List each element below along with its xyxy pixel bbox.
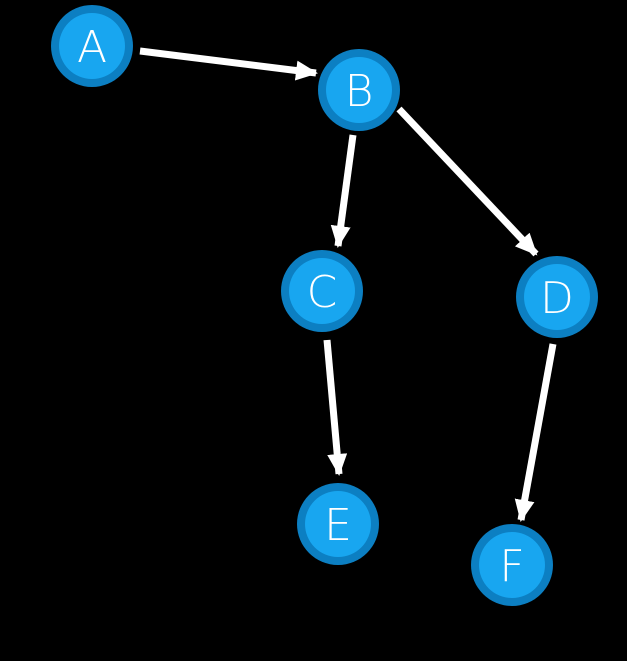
node-body: [289, 258, 355, 324]
edge-c-e: [323, 339, 348, 476]
node-body: [479, 532, 545, 598]
node-label: E: [324, 500, 352, 551]
node-label: B: [345, 66, 374, 117]
node-label: A: [77, 22, 107, 73]
edge-d-f: [514, 343, 557, 522]
edges-layer: [139, 47, 557, 522]
node-body: [305, 491, 371, 557]
node-e: E: [297, 483, 379, 565]
edge-a-b: [139, 47, 318, 81]
node-f: F: [471, 524, 553, 606]
edge-b-d: [396, 106, 539, 257]
node-label: D: [540, 273, 574, 324]
node-label: C: [307, 267, 338, 318]
nodes-layer: A B C D E F: [51, 5, 598, 606]
node-d: D: [516, 256, 598, 338]
node-body: [524, 264, 590, 330]
node-a: A: [51, 5, 133, 87]
node-body: [59, 13, 125, 79]
node-body: [326, 57, 392, 123]
node-label: F: [499, 541, 524, 592]
edge-b-c: [330, 134, 357, 248]
node-c: C: [281, 250, 363, 332]
node-b: B: [318, 49, 400, 131]
